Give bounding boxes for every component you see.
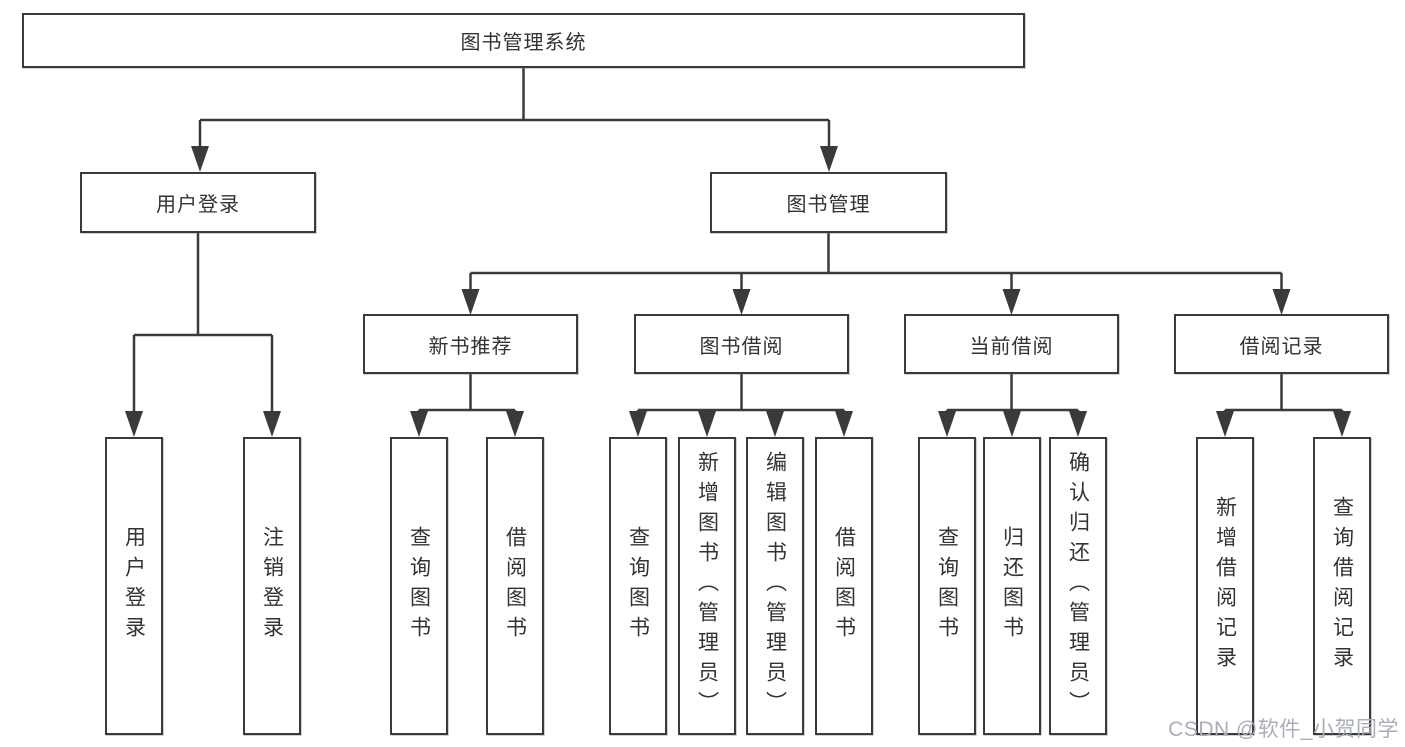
leaf-add-borrow-record: 新增借阅记录 (1196, 437, 1254, 735)
node-label: 借阅图书 (503, 526, 527, 646)
connector-book-borrow (636, 374, 846, 413)
node-label: 借阅图书 (832, 526, 856, 646)
node-label: 借阅记录 (1239, 335, 1324, 358)
leaf-query-books-current: 查询图书 (918, 437, 976, 735)
connector-root (198, 68, 831, 148)
node-label: 用户登录 (122, 526, 146, 646)
node-label: 查询图书 (407, 526, 431, 646)
connector-borrow-records (1223, 374, 1344, 413)
leaf-borrow-books-recommend: 借阅图书 (486, 437, 544, 735)
node-label: 编辑图书（管理员） (763, 451, 787, 721)
node-label: 查询借阅记录 (1330, 496, 1354, 676)
csdn-watermark: CSDN @软件_小贺同学 (1168, 718, 1399, 741)
node-label: 图书管理 (786, 194, 871, 216)
node-label: 新增借阅记录 (1213, 496, 1237, 676)
node-label: 查询图书 (626, 526, 650, 646)
node-label: 图书借阅 (699, 335, 784, 358)
leaf-borrow-books: 借阅图书 (815, 437, 873, 735)
leaf-logout: 注销登录 (243, 437, 301, 735)
connector-current-borrow (945, 374, 1080, 413)
node-label: 用户登录 (156, 194, 240, 216)
node-label: 新书推荐 (428, 335, 513, 358)
leaf-add-books-admin: 新增图书（管理员） (678, 437, 736, 735)
node-label: 归还图书 (1000, 526, 1024, 646)
leaf-query-borrow-record: 查询借阅记录 (1313, 437, 1371, 735)
node-label: 注销登录 (260, 526, 284, 646)
leaf-query-books-borrow: 查询图书 (609, 437, 667, 735)
leaf-user-login: 用户登录 (105, 437, 163, 735)
node-label: 新增图书（管理员） (695, 451, 719, 721)
node-label: 当前借阅 (969, 335, 1054, 358)
node-label: 图书管理系统 (460, 32, 587, 54)
node-label: 查询图书 (935, 526, 959, 646)
node-library-system: 图书管理系统 (22, 13, 1025, 68)
node-book-borrow: 图书借阅 (634, 314, 849, 374)
leaf-edit-books-admin: 编辑图书（管理员） (746, 437, 804, 735)
node-current-borrow: 当前借阅 (904, 314, 1119, 374)
arrowheads (125, 146, 1351, 437)
connector-new-book (417, 374, 517, 413)
node-user-login: 用户登录 (80, 172, 316, 233)
leaf-confirm-return-admin: 确认归还（管理员） (1049, 437, 1107, 735)
node-book-management: 图书管理 (710, 172, 947, 233)
node-label: 确认归还（管理员） (1066, 451, 1090, 721)
connector-book-management (469, 233, 1283, 291)
node-new-book-recommend: 新书推荐 (363, 314, 578, 374)
connector-user-login (132, 233, 274, 413)
leaf-query-books-recommend: 查询图书 (390, 437, 448, 735)
node-borrow-records: 借阅记录 (1174, 314, 1389, 374)
leaf-return-books: 归还图书 (983, 437, 1041, 735)
